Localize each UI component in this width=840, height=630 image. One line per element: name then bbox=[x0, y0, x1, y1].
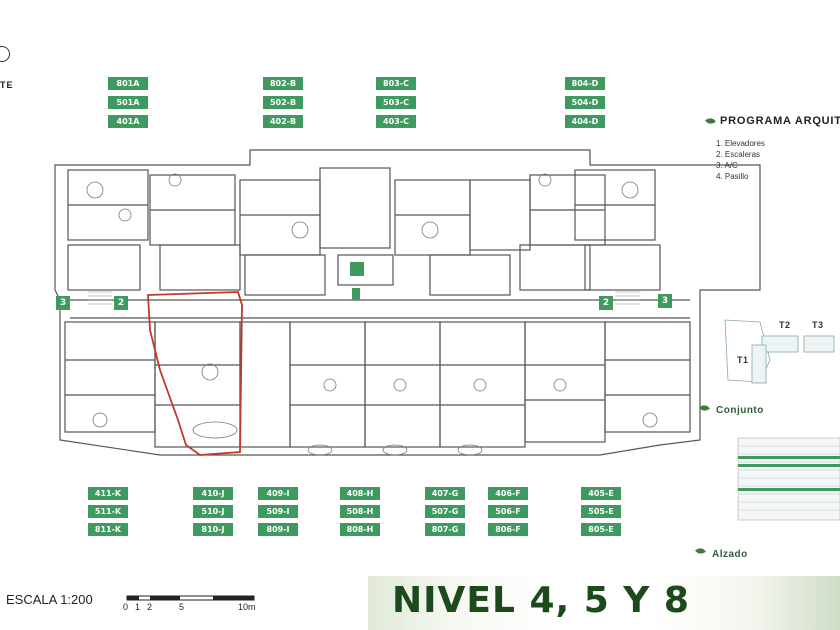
programa-title: PROGRAMA ARQUITECT bbox=[720, 115, 840, 127]
conjunto-label: Conjunto bbox=[716, 405, 764, 416]
plan-marker-ac: 3 bbox=[56, 296, 70, 310]
building-outline bbox=[54, 149, 761, 456]
unit-tag[interactable]: 807-G bbox=[425, 523, 465, 536]
unit-tag[interactable]: 401A bbox=[108, 115, 148, 128]
unit-tag[interactable]: 504-D bbox=[565, 96, 605, 109]
conjunto-sketch bbox=[724, 319, 835, 384]
unit-tag[interactable]: 406-F bbox=[488, 487, 528, 500]
elevator-marker bbox=[350, 262, 364, 276]
plan-marker-stairs: 2 bbox=[599, 296, 613, 310]
unit-tag[interactable]: 804-D bbox=[565, 77, 605, 90]
unit-tag[interactable]: 409-I bbox=[258, 487, 298, 500]
unit-tag[interactable]: 803-C bbox=[376, 77, 416, 90]
unit-tag[interactable]: 509-I bbox=[258, 505, 298, 518]
unit-tag[interactable]: 805-E bbox=[581, 523, 621, 536]
plan-marker-stairs: 2 bbox=[114, 296, 128, 310]
unit-tag[interactable]: 806-F bbox=[488, 523, 528, 536]
unit-tag[interactable]: 410-J bbox=[193, 487, 233, 500]
unit-tag[interactable]: 408-H bbox=[340, 487, 380, 500]
unit-tag[interactable]: 511-K bbox=[88, 505, 128, 518]
title-banner bbox=[368, 576, 840, 630]
alzado-sketch bbox=[737, 437, 840, 521]
unit-tag[interactable]: 407-G bbox=[425, 487, 465, 500]
tower-label-t3: T3 bbox=[812, 320, 824, 330]
unit-tag[interactable]: 411-K bbox=[88, 487, 128, 500]
programa-item: 3. A/C bbox=[716, 161, 738, 170]
unit-tag[interactable]: 503-C bbox=[376, 96, 416, 109]
unit-tag[interactable]: 808-H bbox=[340, 523, 380, 536]
programa-item: 2. Escaleras bbox=[716, 150, 761, 159]
unit-tag[interactable]: 507-G bbox=[425, 505, 465, 518]
unit-tag[interactable]: 510-J bbox=[193, 505, 233, 518]
plan-marker-ac: 3 bbox=[658, 294, 672, 308]
highlight-outline bbox=[147, 291, 243, 456]
scale-tick: 5 bbox=[179, 602, 185, 612]
logo-text: TE bbox=[0, 80, 14, 90]
unit-tag[interactable]: 405-E bbox=[581, 487, 621, 500]
tower-label-t1: T1 bbox=[737, 355, 749, 365]
unit-tag[interactable]: 811-K bbox=[88, 523, 128, 536]
unit-tag[interactable]: 505-E bbox=[581, 505, 621, 518]
scale-tick: 2 bbox=[147, 602, 153, 612]
scale-tick: 0 bbox=[123, 602, 129, 612]
scale-tick: 10m bbox=[238, 602, 256, 612]
elevator-marker bbox=[352, 288, 360, 300]
unit-tag[interactable]: 403-C bbox=[376, 115, 416, 128]
unit-tag[interactable]: 402-B bbox=[263, 115, 303, 128]
unit-tag[interactable]: 501A bbox=[108, 96, 148, 109]
scale-bar bbox=[126, 595, 255, 601]
unit-tag[interactable]: 809-I bbox=[258, 523, 298, 536]
unit-tag[interactable]: 802-B bbox=[263, 77, 303, 90]
scale-tick: 1 bbox=[135, 602, 141, 612]
tower-label-t2: T2 bbox=[779, 320, 791, 330]
programa-list: 1. Elevadores 2. Escaleras 3. A/C 4. Pas… bbox=[716, 138, 765, 182]
unit-tag[interactable]: 502-B bbox=[263, 96, 303, 109]
alzado-label: Alzado bbox=[712, 549, 748, 560]
unit-tag[interactable]: 801A bbox=[108, 77, 148, 90]
unit-tag[interactable]: 810-J bbox=[193, 523, 233, 536]
programa-item: 1. Elevadores bbox=[716, 139, 765, 148]
level-title: NIVEL 4, 5 Y 8 bbox=[392, 580, 690, 621]
programa-item: 4. Pasillo bbox=[716, 172, 749, 181]
scale-label: ESCALA 1:200 bbox=[6, 592, 93, 607]
unit-tag[interactable]: 404-D bbox=[565, 115, 605, 128]
unit-tag[interactable]: 506-F bbox=[488, 505, 528, 518]
unit-tag[interactable]: 508-H bbox=[340, 505, 380, 518]
